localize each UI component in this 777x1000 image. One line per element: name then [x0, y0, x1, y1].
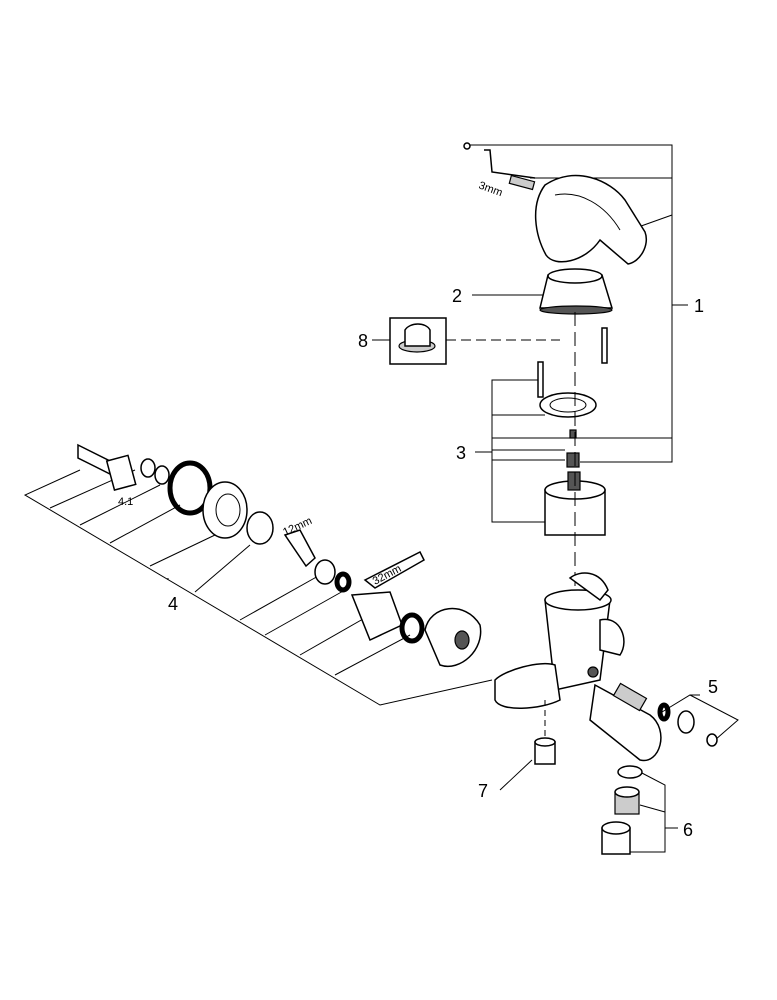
- part-label-7: 7: [478, 781, 488, 801]
- part-label-4-1: 4.1: [118, 496, 133, 508]
- part-7: [499, 700, 556, 791]
- tool-size-3mm: 3mm: [477, 180, 504, 200]
- part-label-3: 3: [456, 443, 466, 463]
- diverter-parts: [612, 682, 739, 747]
- part-label-2: 2: [452, 286, 462, 306]
- part-label-4: 4: [168, 594, 178, 614]
- part-8-box: [372, 317, 560, 365]
- part-label-8: 8: [358, 331, 368, 351]
- cartridge-assembly: [475, 312, 608, 600]
- part-label-5: 5: [708, 677, 718, 697]
- part-label-6: 6: [683, 820, 693, 840]
- lever-handle: 3mm: [463, 142, 647, 265]
- tool-size-32mm: 32mm: [371, 563, 404, 588]
- part-label-1: 1: [694, 296, 704, 316]
- wall-connection-parts: 12mm 32mm: [77, 443, 482, 668]
- leader-lines-part-4: [23, 469, 493, 706]
- cover-cap: [472, 268, 614, 315]
- mixer-body: [494, 572, 662, 762]
- aerator-parts: [601, 765, 678, 855]
